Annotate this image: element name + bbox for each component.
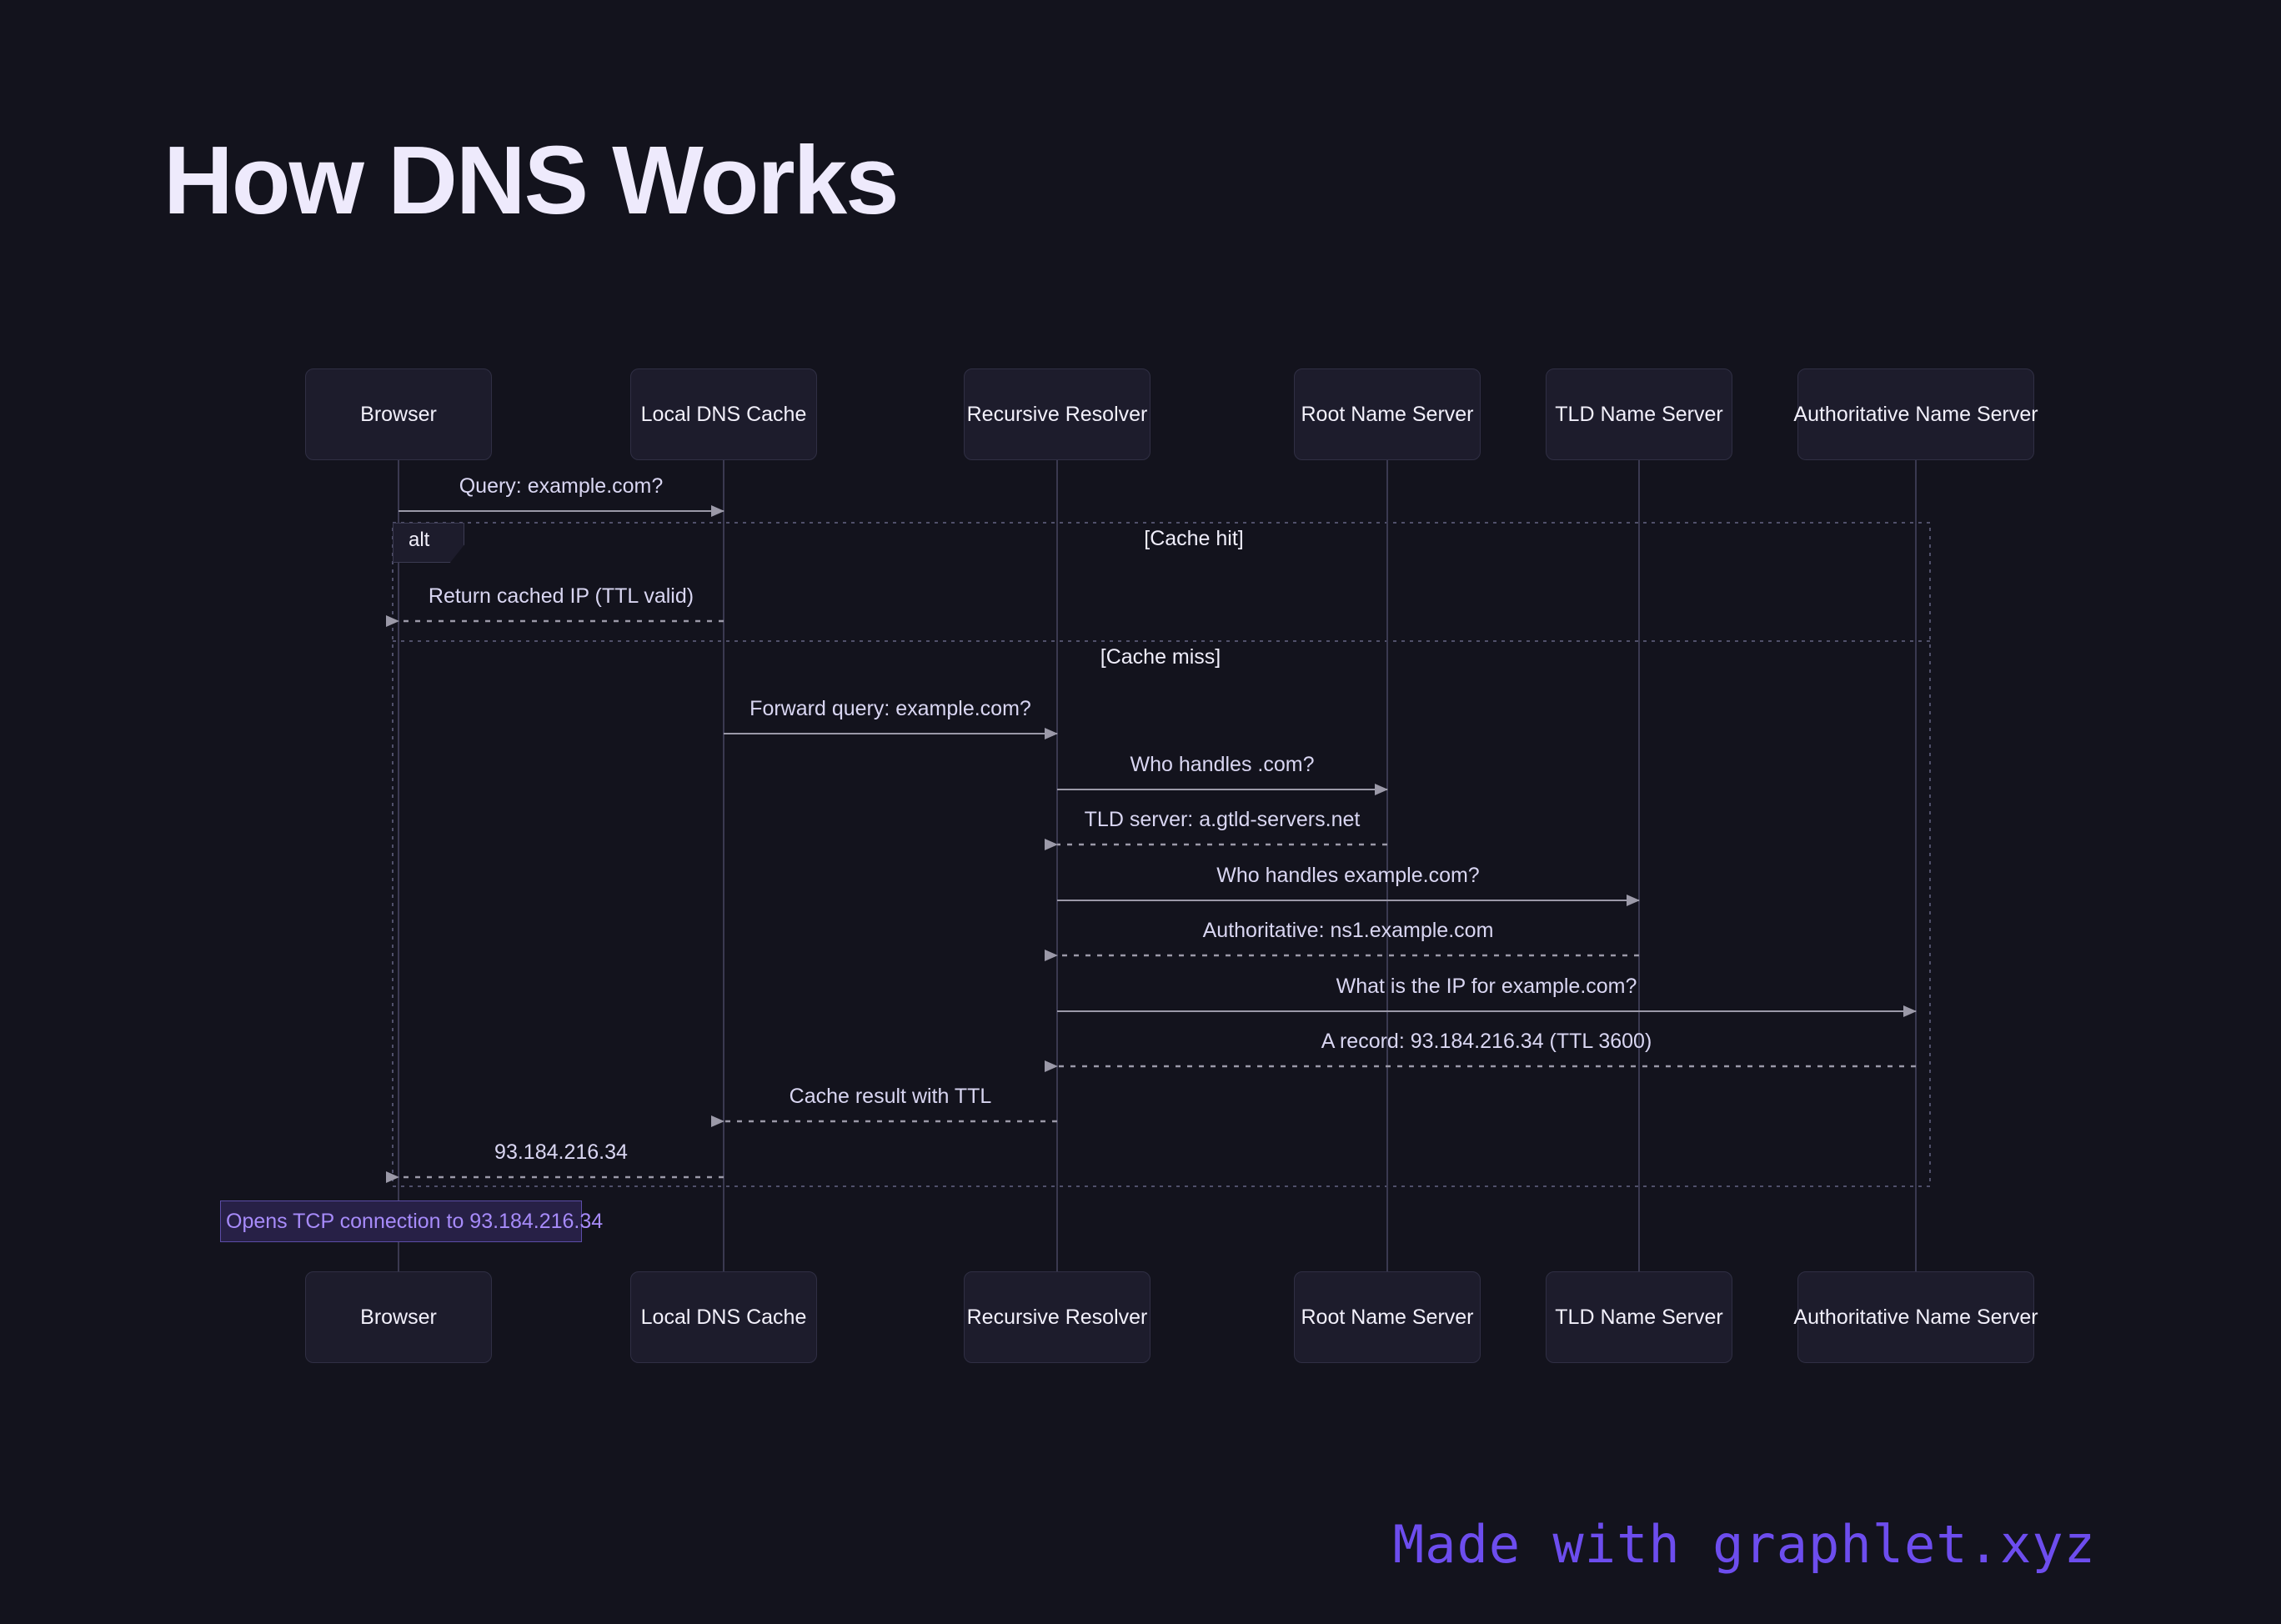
participant-top-tld-name-server[interactable]: TLD Name Server bbox=[1546, 368, 1732, 460]
message-label-9: Cache result with TTL bbox=[789, 1085, 992, 1108]
participant-label: TLD Name Server bbox=[1555, 402, 1723, 426]
message-label-1: Return cached IP (TTL valid) bbox=[428, 584, 694, 608]
participant-bottom-browser[interactable]: Browser bbox=[305, 1271, 492, 1363]
participant-label: Authoritative Name Server bbox=[1793, 402, 2038, 426]
participant-label: Browser bbox=[360, 1305, 437, 1329]
participant-top-authoritative-name-server[interactable]: Authoritative Name Server bbox=[1793, 368, 2038, 460]
alt-branch-condition-cache-hit: [Cache hit] bbox=[1144, 527, 1244, 551]
message-label-7: What is the IP for example.com? bbox=[1336, 975, 1637, 998]
participant-bottom-tld-name-server[interactable]: TLD Name Server bbox=[1546, 1271, 1732, 1363]
message-label-3: Who handles .com? bbox=[1130, 753, 1315, 776]
alt-frame-box bbox=[392, 522, 1931, 1187]
participant-label: Browser bbox=[360, 402, 437, 426]
arrows-group bbox=[386, 505, 1917, 1183]
page-title: How DNS Works bbox=[163, 126, 900, 234]
participant-bottom-root-name-server[interactable]: Root Name Server bbox=[1294, 1271, 1481, 1363]
participant-bottom-authoritative-name-server[interactable]: Authoritative Name Server bbox=[1793, 1271, 2038, 1363]
participant-label: Root Name Server bbox=[1301, 1305, 1474, 1329]
participant-label: TLD Name Server bbox=[1555, 1305, 1723, 1329]
participant-top-recursive-resolver[interactable]: Recursive Resolver bbox=[964, 368, 1151, 460]
message-label-2: Forward query: example.com? bbox=[749, 697, 1031, 720]
participant-label: Authoritative Name Server bbox=[1793, 1305, 2038, 1329]
participant-label: Local DNS Cache bbox=[640, 1305, 807, 1329]
participant-bottom-local-dns-cache[interactable]: Local DNS Cache bbox=[630, 1271, 817, 1363]
alt-fragment-keyword: alt bbox=[393, 523, 464, 563]
footer-attribution: Made with graphlet.xyz bbox=[1392, 1514, 2096, 1575]
participant-label: Root Name Server bbox=[1301, 402, 1474, 426]
message-label-5: Who handles example.com? bbox=[1216, 864, 1480, 887]
participant-top-root-name-server[interactable]: Root Name Server bbox=[1294, 368, 1481, 460]
message-label-0: Query: example.com? bbox=[459, 474, 664, 498]
participant-label: Local DNS Cache bbox=[640, 402, 807, 426]
branch-condition-text: [Cache hit] bbox=[1144, 527, 1244, 550]
message-label-8: A record: 93.184.216.34 (TTL 3600) bbox=[1321, 1030, 1652, 1053]
branch-condition-text: [Cache miss] bbox=[1100, 645, 1221, 669]
note-open-tcp-connection: Opens TCP connection to 93.184.216.34 bbox=[220, 1200, 603, 1242]
message-label-10: 93.184.216.34 bbox=[494, 1140, 628, 1164]
message-label-6: Authoritative: ns1.example.com bbox=[1202, 919, 1494, 942]
participant-top-local-dns-cache[interactable]: Local DNS Cache bbox=[630, 368, 817, 460]
participant-top-browser[interactable]: Browser bbox=[305, 368, 492, 460]
alt-keyword-label: alt bbox=[409, 529, 430, 551]
participant-label: Recursive Resolver bbox=[966, 1305, 1148, 1329]
participant-label: Recursive Resolver bbox=[966, 402, 1148, 426]
note-text: Opens TCP connection to 93.184.216.34 bbox=[226, 1209, 604, 1233]
message-label-4: TLD server: a.gtld-servers.net bbox=[1084, 808, 1361, 831]
participant-bottom-recursive-resolver[interactable]: Recursive Resolver bbox=[964, 1271, 1151, 1363]
alt-branch-condition-cache-miss: [Cache miss] bbox=[1100, 645, 1221, 669]
